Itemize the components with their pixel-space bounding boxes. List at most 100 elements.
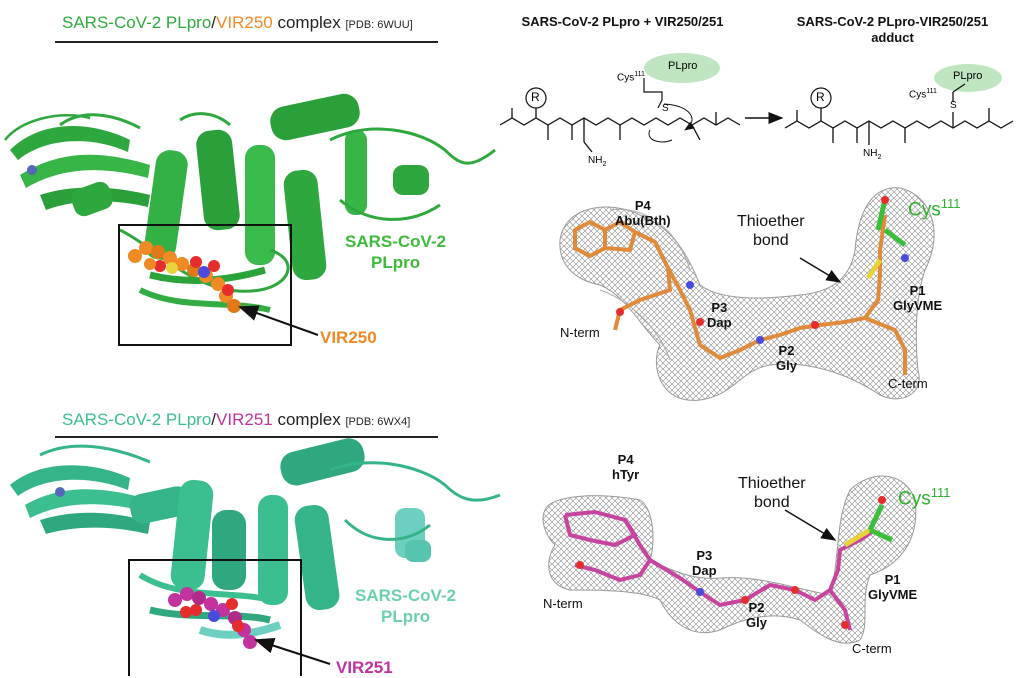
p1-label-top-line1: P1: [909, 283, 926, 298]
p3-label-top-line2: Dap: [707, 315, 732, 330]
thioether-label-bottom-line1: Thioether: [738, 475, 806, 492]
cys-text-bottom: Cys: [898, 488, 931, 510]
p1-label-bottom: P1 GlyVME: [868, 572, 917, 602]
p1-label-bottom-line1: P1: [884, 572, 901, 587]
cys-text-reactant: Cys: [617, 72, 635, 84]
enzyme-blob-reactant: [644, 53, 720, 83]
ligand-arrow-top: [238, 305, 319, 336]
thioether-arrow-bottom: [784, 509, 837, 541]
c-term-label-bottom: C-term: [852, 641, 892, 656]
scheme-product-title-line2: adduct: [871, 30, 914, 45]
ligand-spheres-top: [128, 241, 241, 313]
p1-label-bottom-line2: GlyVME: [868, 587, 918, 602]
cys-text-top: Cys: [908, 199, 941, 221]
protein-structure-bottom: [10, 438, 501, 639]
ligand-stick-top: [573, 196, 909, 375]
p3-label-top: P3 Dap: [707, 300, 732, 330]
protein-label-top: SARS-CoV-2 PLpro: [345, 231, 446, 273]
title-rule-top: [55, 41, 438, 43]
cys-number-product: 111: [926, 88, 937, 95]
binding-site-box-bottom: [128, 559, 302, 676]
p3-label-bottom-line2: Dap: [692, 563, 717, 578]
ligand-spheres-bottom: [168, 587, 257, 649]
title-sep-bottom: /: [211, 410, 217, 429]
protein-label-bottom: SARS-CoV-2 PLpro: [355, 585, 456, 627]
cys-label-reactant: Cys111: [617, 71, 645, 83]
ligand-arrow-bottom: [254, 637, 331, 665]
title-ligand-bottom: VIR251: [216, 410, 273, 429]
zinc-atom-top: [27, 165, 37, 175]
p4-label-top-line2: Abu(Bth): [615, 213, 671, 228]
protein-label-bottom-line1: SARS-CoV-2: [355, 586, 457, 605]
title-sep-top: /: [211, 13, 217, 32]
ligand-label-top: VIR250: [320, 328, 377, 347]
thioether-label-bottom-line2: bond: [754, 494, 790, 511]
cys-number-reactant: 111: [634, 71, 645, 78]
density-map-bottom: [542, 475, 917, 644]
p2-label-top-line2: Gly: [776, 358, 797, 373]
scheme-product-title: SARS-CoV-2 PLpro-VIR250/251 adduct: [770, 14, 1015, 46]
p3-label-bottom: P3 Dap: [692, 548, 717, 578]
cys-label-top: Cys111: [908, 196, 961, 221]
title-protein-top: SARS-CoV-2 PLpro: [62, 13, 212, 32]
panel-top-title: SARS-CoV-2 PLpro/VIR250 complex [PDB: 6W…: [62, 13, 413, 33]
thioether-label-top: Thioether bond: [737, 212, 805, 250]
ligand-label-bottom: VIR251: [336, 658, 393, 677]
p2-label-bottom-line2: Gly: [746, 615, 767, 630]
p4-label-bottom-line2: hTyr: [612, 467, 640, 482]
cys-number-top: 111: [940, 196, 961, 211]
cys-label-bottom: Cys111: [898, 485, 951, 510]
thioether-label-top-line2: bond: [753, 232, 789, 249]
enzyme-label-reactant: PLpro: [668, 60, 698, 72]
title-complex-top: complex: [272, 13, 341, 32]
n-term-label-bottom: N-term: [543, 596, 583, 611]
p4-label-top: P4 Abu(Bth): [615, 198, 671, 228]
ligand-stick-bottom: [563, 496, 894, 631]
nh2-sub-product: 2: [877, 154, 882, 161]
sulfur-label-product: S: [950, 100, 957, 111]
p2-label-bottom-line1: P2: [748, 600, 765, 615]
p2-label-top-line1: P2: [778, 343, 795, 358]
protein-structure-top: [4, 93, 496, 313]
nh2-sub-reactant: 2: [602, 161, 607, 168]
scheme-reactant-title: SARS-CoV-2 PLpro + VIR250/251: [521, 14, 724, 29]
p1-label-top-line2: GlyVME: [893, 298, 943, 313]
zinc-atom-bottom: [55, 487, 65, 497]
r-group-reactant: R: [531, 90, 540, 104]
p3-label-bottom-line1: P3: [696, 548, 713, 563]
c-term-label-top: C-term: [888, 376, 928, 391]
nh2-text-reactant: NH: [588, 155, 603, 166]
title-ligand-top: VIR250: [216, 13, 273, 32]
nh2-label-reactant: NH2: [588, 155, 606, 168]
title-protein-bottom: SARS-CoV-2 PLpro: [62, 410, 212, 429]
panel-bottom-title: SARS-CoV-2 PLpro/VIR251 complex [PDB: 6W…: [62, 410, 410, 430]
scheme-product-title-line1: SARS-CoV-2 PLpro-VIR250/251: [796, 14, 989, 29]
p4-label-bottom-line1: P4: [617, 452, 634, 467]
p1-label-top: P1 GlyVME: [893, 283, 942, 313]
nh2-text-product: NH: [863, 148, 878, 159]
p3-label-top-line1: P3: [711, 300, 728, 315]
cys-number-bottom: 111: [930, 485, 951, 500]
pdb-id-bottom: [PDB: 6WX4]: [345, 416, 411, 428]
cys-label-product: Cys111: [909, 88, 937, 100]
protein-label-top-line2: PLpro: [370, 253, 421, 272]
enzyme-label-product: PLpro: [953, 70, 983, 82]
title-complex-bottom: complex: [272, 410, 341, 429]
p4-label-top-line1: P4: [634, 198, 651, 213]
thioether-label-top-line1: Thioether: [737, 213, 805, 230]
binding-site-box-top: [118, 224, 292, 346]
thioether-label-bottom: Thioether bond: [738, 474, 806, 512]
pdb-id-top: [PDB: 6WUU]: [345, 19, 413, 31]
protein-label-bottom-line2: PLpro: [380, 607, 431, 626]
p4-label-bottom: P4 hTyr: [612, 452, 639, 482]
thiolate-label: S: [662, 103, 669, 114]
p2-label-top: P2 Gly: [776, 343, 797, 373]
reaction-scheme: [499, 53, 1014, 153]
cys-text-product: Cys: [909, 89, 927, 101]
nh2-label-product: NH2: [863, 148, 881, 161]
protein-label-top-line1: SARS-CoV-2: [345, 232, 447, 251]
title-rule-bottom: [55, 436, 438, 438]
thioether-arrow-top: [799, 257, 842, 283]
n-term-label-top: N-term: [560, 325, 600, 340]
